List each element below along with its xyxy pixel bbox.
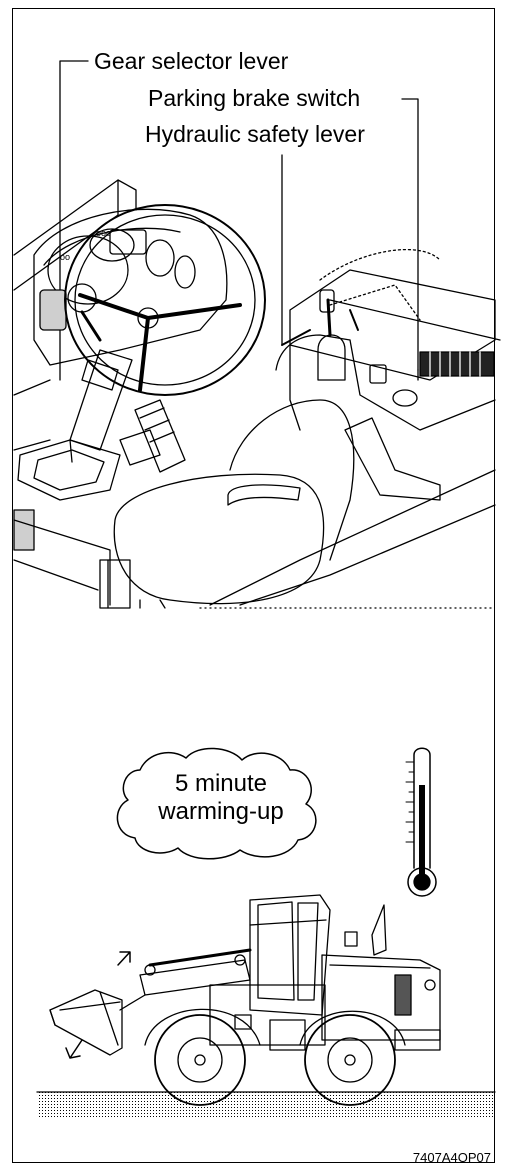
thermometer-icon xyxy=(406,748,436,896)
cloud-text: 5 minute warming-up xyxy=(146,770,296,825)
cloud-line-1: 5 minute xyxy=(146,770,296,798)
hydraulic-safety-label: Hydraulic safety lever xyxy=(145,123,365,146)
steering-column xyxy=(18,350,132,500)
dashboard: oo ooo xyxy=(34,209,227,365)
right-console xyxy=(276,250,500,500)
cab-floor xyxy=(200,470,495,608)
svg-text:oo: oo xyxy=(60,252,70,262)
parking-brake-label: Parking brake switch xyxy=(148,87,360,110)
cloud-line-2: warming-up xyxy=(146,798,296,826)
ground xyxy=(37,1092,495,1118)
figure-code: 7407A4OP07 xyxy=(413,1150,491,1165)
gear-selector-label: Gear selector lever xyxy=(94,50,288,73)
cab-wall xyxy=(14,180,136,450)
wheel-loader-illustration xyxy=(50,895,440,1105)
switch-panel xyxy=(420,352,494,376)
